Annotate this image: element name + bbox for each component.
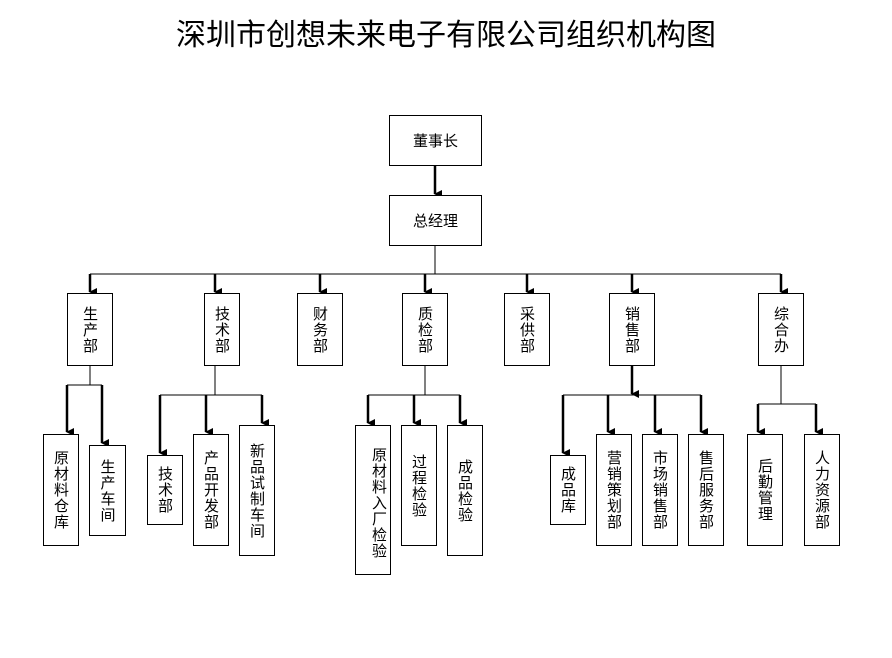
node-product-development: 产品开发部 <box>193 434 229 546</box>
node-human-resources: 人力资源部 <box>804 434 840 546</box>
node-incoming-inspection: 原材料入厂检验 <box>355 425 391 575</box>
node-raw-material-warehouse: 原材料仓库 <box>43 434 79 546</box>
node-trial-workshop: 新品试制车间 <box>239 425 275 556</box>
node-production-dept: 生产部 <box>67 293 113 366</box>
node-market-sales: 市场销售部 <box>642 434 678 546</box>
node-tech-dept: 技术部 <box>204 293 240 366</box>
node-general-manager: 总经理 <box>389 195 482 246</box>
node-logistics-management: 后勤管理 <box>747 434 783 546</box>
node-after-sales: 售后服务部 <box>688 434 724 546</box>
node-qc-dept: 质检部 <box>402 293 448 366</box>
node-marketing-planning: 营销策划部 <box>596 434 632 546</box>
node-sales-dept: 销售部 <box>609 293 655 366</box>
node-finished-goods-store: 成品库 <box>550 455 586 525</box>
node-admin-office: 综合办 <box>758 293 804 366</box>
page-title: 深圳市创想未来电子有限公司组织机构图 <box>176 18 716 53</box>
node-purchase-dept: 采供部 <box>504 293 550 366</box>
node-chairman: 董事长 <box>389 115 482 166</box>
node-production-workshop: 生产车间 <box>89 445 126 536</box>
node-finance-dept: 财务部 <box>297 293 343 366</box>
node-tech-sub-dept: 技术部 <box>147 455 183 525</box>
node-process-inspection: 过程检验 <box>401 425 437 546</box>
node-final-inspection: 成品检验 <box>447 425 483 556</box>
